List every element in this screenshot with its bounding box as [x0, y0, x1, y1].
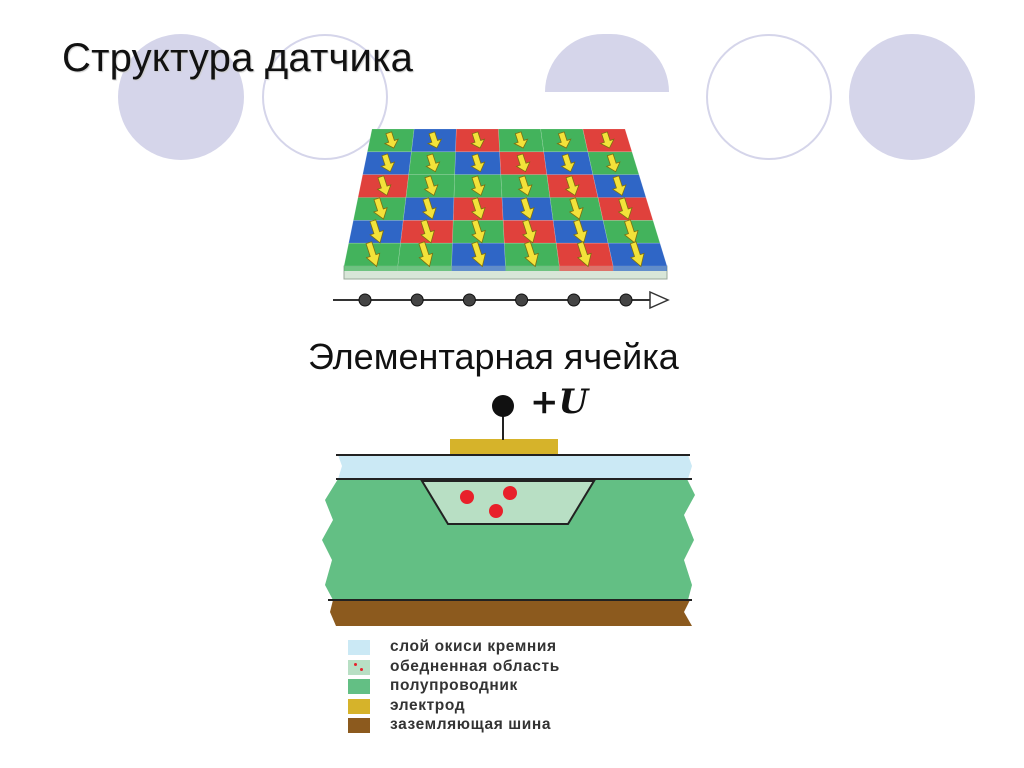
- down-right-arrow-icon: [629, 241, 645, 268]
- slab-edge-strip: [344, 266, 398, 271]
- readout-node: [515, 293, 529, 307]
- down-right-arrow-icon: [423, 175, 439, 197]
- readout-node: [619, 293, 633, 307]
- down-right-arrow-icon: [605, 153, 621, 173]
- down-right-arrow-icon: [418, 241, 434, 268]
- down-right-arrow-icon: [556, 131, 572, 149]
- terminal-dot: [492, 395, 514, 417]
- down-right-arrow-icon: [513, 131, 529, 149]
- down-right-arrow-icon: [372, 197, 388, 220]
- down-right-arrow-icon: [524, 241, 539, 268]
- legend-swatch: [348, 679, 370, 694]
- charge-dot: [460, 490, 474, 504]
- slab-edge-strip: [613, 266, 667, 271]
- down-right-arrow-icon: [380, 153, 396, 173]
- down-right-arrow-icon: [599, 131, 615, 149]
- down-right-arrow-icon: [425, 153, 441, 173]
- down-right-arrow-icon: [560, 153, 576, 173]
- down-right-arrow-icon: [369, 219, 385, 244]
- slab-edge-strip: [451, 266, 506, 271]
- down-right-arrow-icon: [376, 175, 392, 197]
- voltage-label: +U: [530, 382, 589, 422]
- down-right-arrow-icon: [519, 197, 535, 220]
- readout-node: [462, 293, 476, 307]
- decor-circle-1: [118, 34, 244, 160]
- down-right-arrow-icon: [568, 197, 584, 220]
- legend-label: электрод: [390, 696, 466, 714]
- down-right-arrow-icon: [522, 219, 537, 244]
- legend-label: слой окиси кремния: [390, 638, 557, 655]
- readout-node: [410, 293, 424, 307]
- down-right-arrow-icon: [564, 175, 580, 197]
- pixel-grid: [343, 128, 668, 280]
- readout-line: [333, 290, 670, 310]
- decor-circle-4: [849, 34, 975, 160]
- down-right-arrow-icon: [517, 175, 533, 197]
- down-right-arrow-icon: [471, 241, 487, 268]
- legend-swatch: [348, 718, 370, 733]
- down-right-arrow-icon: [421, 197, 437, 220]
- down-right-arrow-icon: [623, 219, 639, 244]
- down-right-arrow-icon: [572, 219, 588, 244]
- charge-dot: [489, 504, 503, 518]
- down-right-arrow-icon: [426, 131, 443, 149]
- charge-dot: [503, 486, 517, 500]
- down-right-arrow-icon: [470, 153, 486, 173]
- hollow-arrow-right-icon: [649, 290, 670, 310]
- legend-swatch: [348, 698, 370, 714]
- legend-label: обедненная область: [390, 657, 560, 675]
- slab-edge-strip: [505, 266, 560, 271]
- unit-cell-title: Элементарная ячейка: [308, 336, 679, 377]
- ground-bus-layer: [330, 600, 692, 626]
- readout-node: [358, 293, 372, 307]
- down-right-arrow-icon: [471, 219, 486, 244]
- slab-edge-strip: [397, 266, 452, 271]
- down-right-arrow-icon: [470, 131, 486, 149]
- decor-circle-3: [706, 34, 832, 160]
- readout-node: [567, 293, 581, 307]
- down-right-arrow-icon: [470, 197, 486, 220]
- slab-edge-strip: [559, 266, 614, 271]
- slide-title: Структура датчика: [62, 36, 414, 80]
- oxide-layer: [338, 455, 692, 479]
- down-right-arrow-icon: [576, 241, 592, 268]
- down-right-arrow-icon: [470, 175, 486, 197]
- down-right-arrow-icon: [365, 241, 381, 268]
- legend-label: заземляющая шина: [390, 716, 552, 733]
- down-right-arrow-icon: [611, 175, 627, 197]
- legend-swatch: [348, 640, 370, 655]
- decor-circle-2: [262, 34, 388, 160]
- down-right-arrow-icon: [383, 131, 399, 149]
- down-right-arrow-icon: [515, 153, 531, 173]
- legend-label: полупроводник: [390, 677, 518, 694]
- legend-swatch-dots: [348, 659, 370, 675]
- down-right-arrow-icon: [420, 219, 435, 244]
- semiconductor-layer: [322, 479, 695, 600]
- electrode: [450, 439, 558, 454]
- down-right-arrow-icon: [617, 197, 633, 220]
